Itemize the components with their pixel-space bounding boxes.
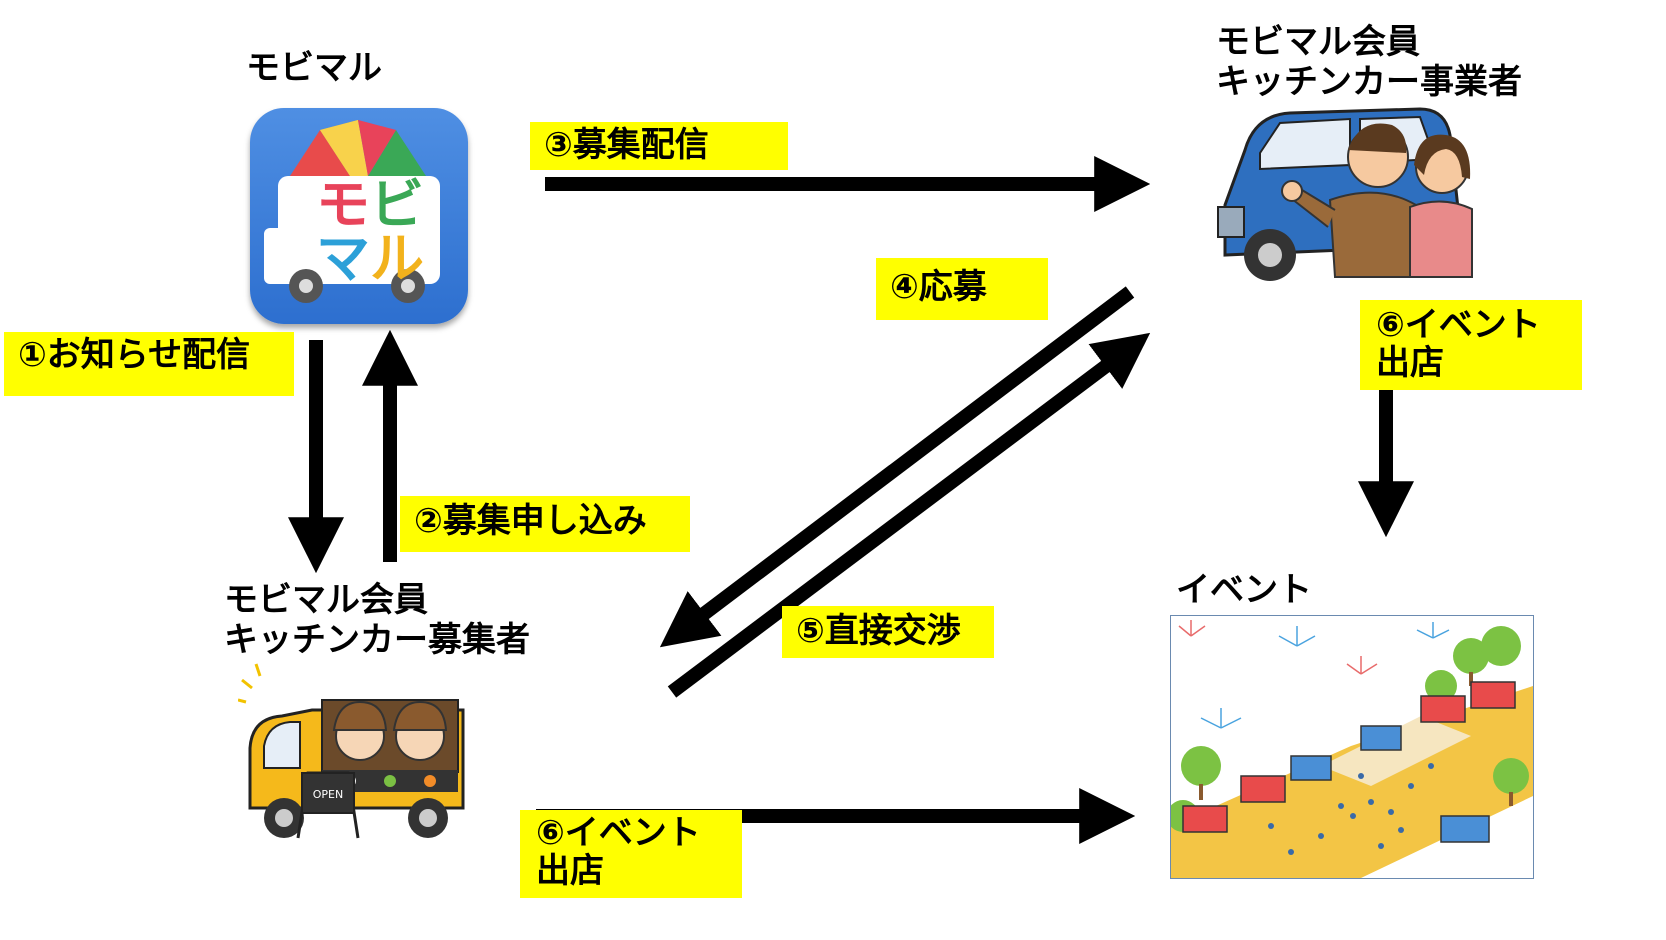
app-truck-graphic [264, 120, 440, 303]
step6-owner-line1: ⑥イベント [1376, 305, 1541, 345]
recruiter-label-line1: モビマル会員 [224, 580, 428, 620]
event-label: イベント [1176, 570, 1312, 610]
open-sign-text: OPEN [313, 788, 343, 801]
owner-label-line1: モビマル会員 [1216, 22, 1420, 62]
recruiter-label: モビマル会員 キッチンカー募集者 [224, 580, 530, 660]
step6-label-owner: ⑥イベント 出店 [1360, 300, 1582, 390]
step6-recruiter-line2: 出店 [536, 851, 604, 891]
step6-label-recruiter: ⑥イベント 出店 [520, 810, 742, 898]
step1-label: ①お知らせ配信 [4, 332, 294, 396]
owner-label: モビマル会員 キッチンカー事業者 [1216, 22, 1522, 102]
app-char-mo: モ [316, 173, 370, 236]
step2-label: ②募集申し込み [400, 496, 690, 552]
step3-label: ③募集配信 [530, 122, 788, 170]
recruiter-food-truck-illustration: OPEN [238, 663, 465, 839]
owner-car-couple-illustration [1217, 107, 1473, 281]
step5-label: ⑤直接交渉 [782, 606, 994, 658]
app-char-bi: ビ [370, 173, 424, 236]
step6-owner-line2: 出店 [1376, 343, 1444, 383]
app-char-ma: マ [316, 227, 370, 290]
recruiter-label-line2: キッチンカー募集者 [224, 620, 530, 660]
step6-recruiter-line1: ⑥イベント [536, 813, 701, 853]
step4-label: ④応募 [876, 258, 1048, 320]
event-illustration [1170, 615, 1534, 879]
arrow-owner-to-recruiter [659, 286, 1135, 648]
app-char-ru: ル [370, 227, 424, 290]
event-scene-graphic [1171, 620, 1533, 878]
mobimaru-app-icon: モ ビ マ ル [250, 108, 468, 324]
owner-label-line2: キッチンカー事業者 [1216, 62, 1522, 102]
app-label: モビマル [246, 48, 382, 88]
arrow-recruiter-to-owner [667, 332, 1151, 698]
